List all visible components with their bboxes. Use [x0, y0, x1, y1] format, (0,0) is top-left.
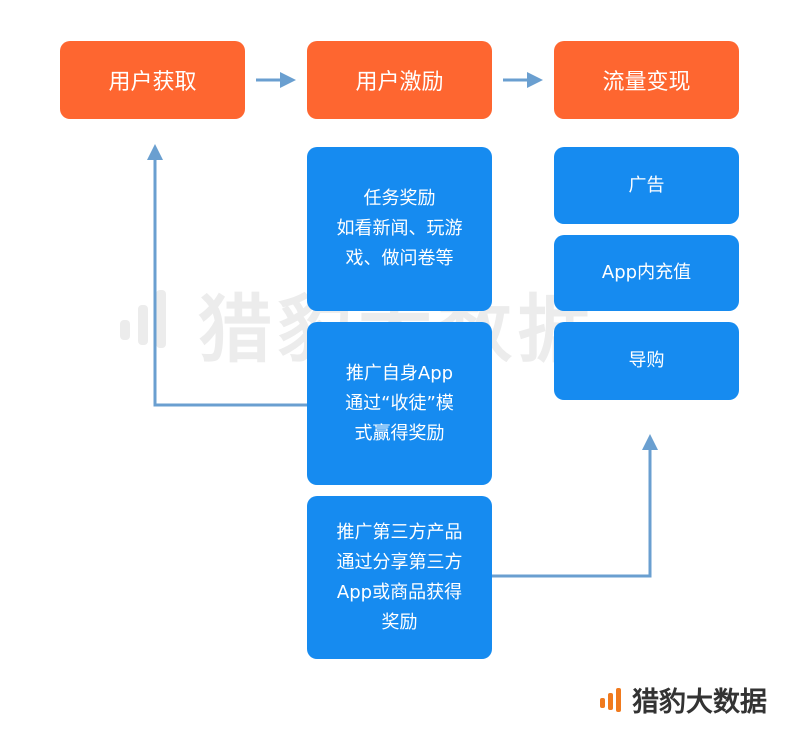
incentive-label: 任务奖励 如看新闻、玩游 戏、做问卷等: [336, 188, 463, 269]
monetization-label: 广告: [628, 174, 665, 196]
watermark-logo-icon: [120, 290, 166, 348]
referral-feedback-line: [153, 158, 307, 407]
stage-monetization: 流量变现: [554, 41, 739, 119]
stage-user-acquisition: 用户获取: [60, 41, 245, 119]
stage-user-incentive: 用户激励: [307, 41, 492, 119]
stage-label: 用户激励: [355, 70, 444, 95]
incentive-label: 推广自身App 通过“收徒”模 式赢得奖励: [345, 362, 454, 444]
incentive-self-promotion: 推广自身App 通过“收徒”模 式赢得奖励: [307, 322, 492, 485]
monetization-ads: 广告: [554, 147, 739, 224]
monetization-shopping-guide: 导购: [554, 322, 739, 400]
stage-label: 用户获取: [108, 70, 197, 95]
brand-name: 猎豹大数据: [632, 687, 767, 718]
incentive-label: 推广第三方产品 通过分享第三方 App或商品获得 奖励: [336, 521, 463, 633]
monetization-label: App内充值: [601, 262, 692, 283]
third-party-to-monetization-line: [492, 448, 652, 578]
incentive-task-reward: 任务奖励 如看新闻、玩游 戏、做问卷等: [307, 147, 492, 311]
incentive-third-party: 推广第三方产品 通过分享第三方 App或商品获得 奖励: [307, 496, 492, 659]
brand-logo: 猎豹大数据: [600, 680, 767, 719]
stage-label: 流量变现: [602, 70, 691, 95]
monetization-label: 导购: [628, 350, 665, 371]
monetization-in-app-purchase: App内充值: [554, 235, 739, 311]
brand-bars-icon: [600, 687, 621, 712]
